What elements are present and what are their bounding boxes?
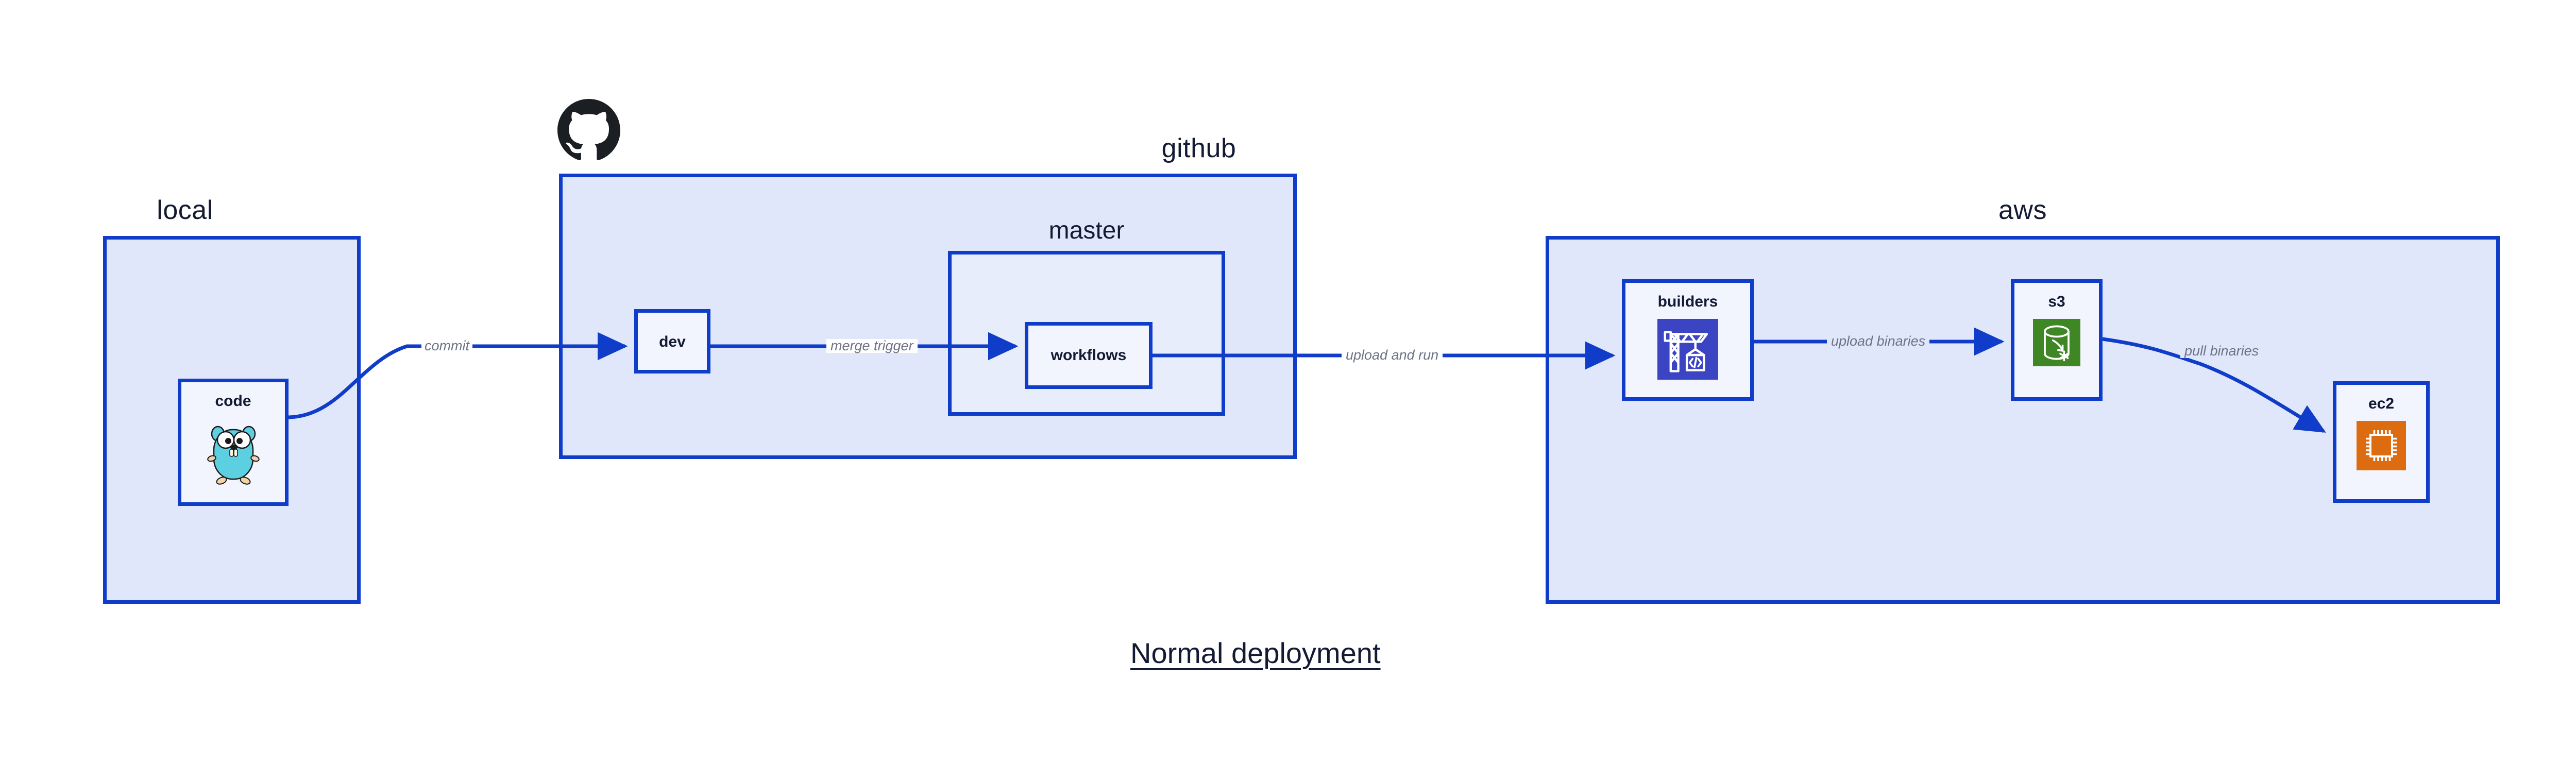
node-ec2-label: ec2: [2368, 395, 2395, 412]
node-s3-label: s3: [2048, 293, 2065, 310]
group-label-local: local: [157, 195, 213, 225]
node-builders[interactable]: builders: [1622, 279, 1754, 401]
edge-label-upload-binaries: upload binaries: [1827, 334, 1930, 348]
subgroup-label-master: master: [1048, 217, 1125, 244]
aws-ec2-icon: [2357, 421, 2406, 470]
edge-label-merge-trigger: merge trigger: [826, 339, 918, 353]
aws-s3-icon: [2033, 319, 2080, 366]
node-s3[interactable]: s3: [2011, 279, 2103, 401]
edge-label-upload-and-run: upload and run: [1342, 348, 1443, 362]
aws-codebuild-icon: [1657, 319, 1718, 380]
node-workflows-label: workflows: [1050, 347, 1127, 364]
node-dev-label: dev: [659, 333, 686, 350]
node-code[interactable]: code: [178, 379, 289, 506]
node-ec2[interactable]: ec2: [2333, 381, 2430, 503]
diagram-title: Normal deployment: [1130, 637, 1381, 669]
edge-label-pull-binaries: pull binaries: [2180, 344, 2263, 358]
edge-label-commit: commit: [421, 339, 472, 353]
github-octocat-logo: [557, 99, 620, 162]
node-workflows[interactable]: workflows: [1025, 322, 1153, 389]
go-gopher-icon: [205, 418, 262, 487]
node-builders-label: builders: [1657, 293, 1718, 310]
node-dev[interactable]: dev: [634, 309, 710, 373]
group-label-aws: aws: [1998, 195, 2047, 225]
group-label-github: github: [1161, 133, 1236, 163]
node-code-label: code: [215, 393, 251, 410]
